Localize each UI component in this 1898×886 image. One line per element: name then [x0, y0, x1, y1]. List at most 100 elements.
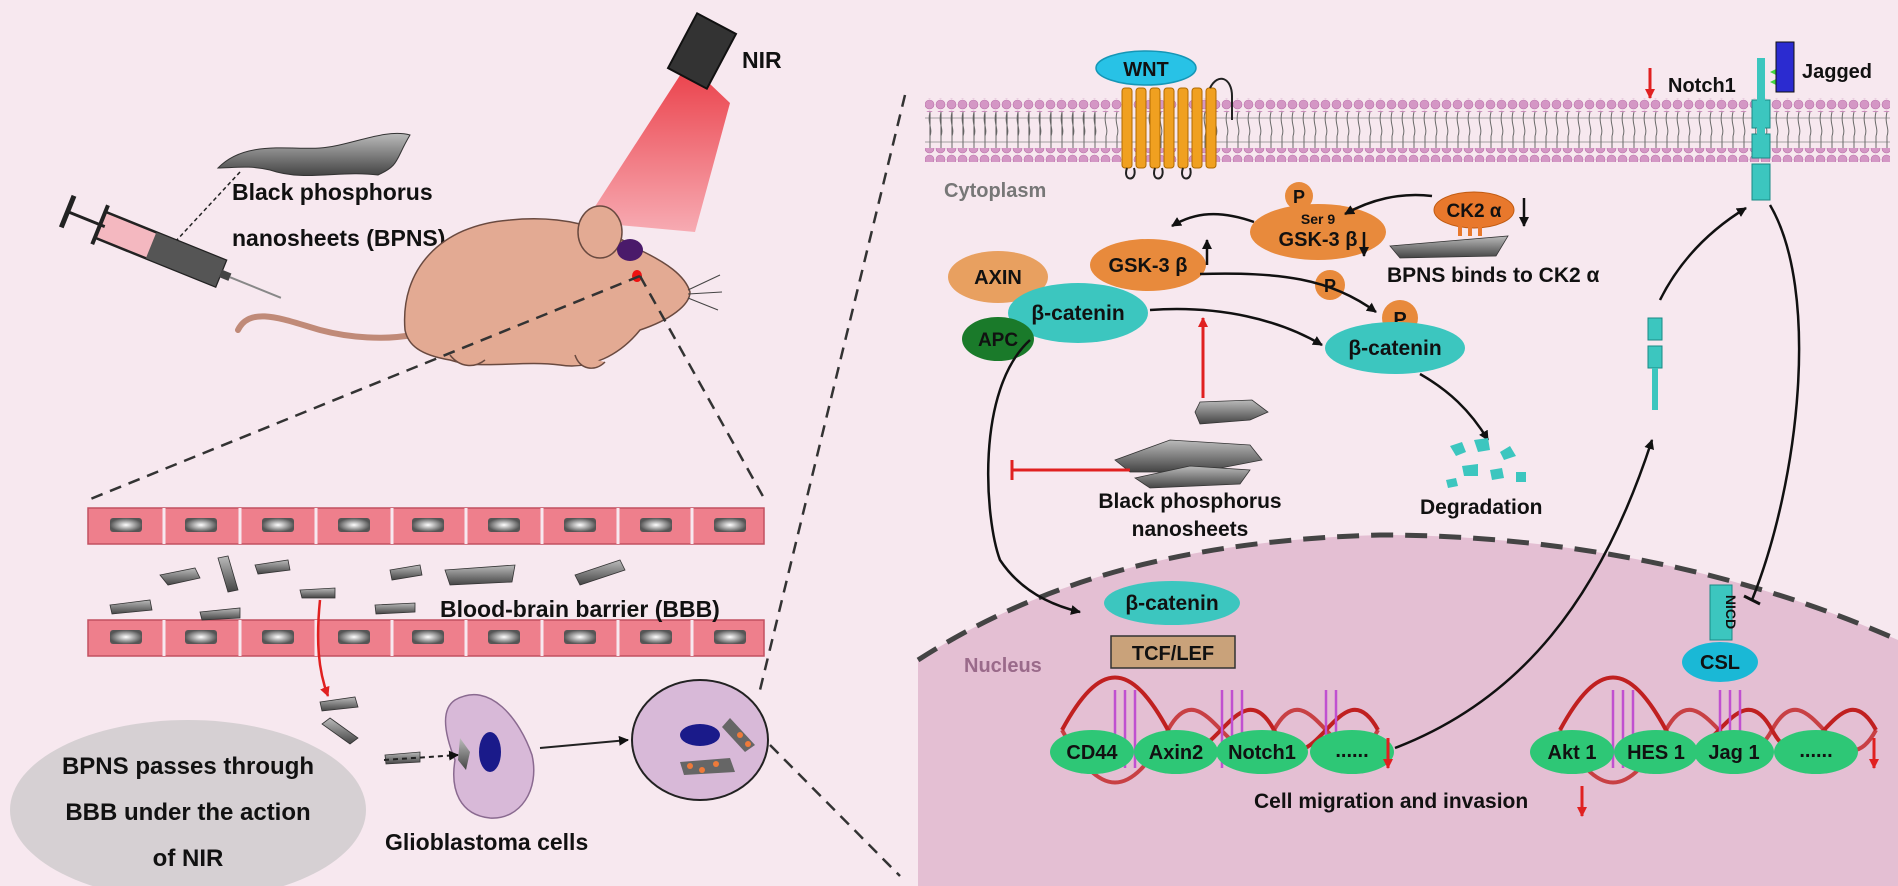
nir-label: NIR — [742, 47, 782, 73]
bpns-binds-label: BPNS binds to CK2 α — [1387, 264, 1600, 287]
nuclear-envelope — [916, 532, 1898, 663]
notch1-receptor — [1751, 58, 1780, 201]
bpns-ck2a-sheet — [1389, 235, 1509, 259]
gene-hes1 — [1614, 730, 1698, 774]
notch1-intermediate — [1647, 317, 1663, 410]
nicd-label: NICD — [1723, 595, 1739, 629]
ck2a-node — [1433, 191, 1515, 229]
ser9-label: Ser 9 — [1301, 211, 1335, 227]
passes-line1: BPNS passes through — [62, 753, 314, 780]
passes-line2: BBB under the action — [65, 799, 310, 826]
gene-jag1 — [1694, 730, 1774, 774]
sheet-enter-arrow — [383, 750, 459, 761]
nicd-box — [1709, 584, 1733, 641]
to-membrane-arrow — [1658, 206, 1747, 301]
beta-catenin-nuclear-node — [1104, 581, 1240, 625]
to-nucleus-arrow — [986, 339, 1081, 615]
apc-node — [962, 317, 1034, 361]
gsk-label: GSK-3 β — [1109, 255, 1188, 277]
ck2a-label: CK2 α — [1447, 201, 1502, 222]
nicd-inhibit-bar — [1743, 594, 1761, 606]
beta-catenin-p-node — [1325, 322, 1465, 374]
zoom-line-divider — [758, 94, 907, 691]
gene-cd44-label: CD44 — [1066, 742, 1118, 764]
pointer-line — [161, 171, 241, 257]
wnt-ligand — [1095, 50, 1197, 86]
gene-more-right — [1774, 730, 1858, 774]
nir-laser — [585, 11, 738, 232]
gene-notch1 — [1216, 730, 1308, 774]
notch1-top-label: Notch1 — [1668, 75, 1736, 97]
bp-center-line2: nanosheets — [1132, 518, 1249, 541]
apc-label: APC — [978, 330, 1018, 351]
migration-label: Cell migration and invasion — [1254, 790, 1528, 813]
syringe-icon — [58, 194, 282, 299]
zoom-line-left — [87, 274, 641, 502]
bp-center-line1: Black phosphorus — [1098, 490, 1281, 513]
laser-device-icon — [666, 11, 738, 91]
zoom-line-right — [638, 275, 767, 501]
gene-hes1-label: HES 1 — [1627, 742, 1685, 764]
wnt-label: WNT — [1123, 59, 1169, 81]
nanosheet-particles — [109, 555, 626, 765]
tcf-lef-box — [1110, 635, 1236, 669]
wnt-target-genes: CD44 Axin2 Notch1 ...... — [1050, 730, 1394, 774]
bpns-label-line1: Black phosphorus — [232, 179, 433, 205]
jagged-label: Jagged — [1802, 61, 1872, 83]
degradation-label: Degradation — [1420, 496, 1543, 519]
bpns-sheet-icon — [216, 132, 411, 177]
beta-catenin-p-label: β-catenin — [1348, 337, 1441, 360]
beta-catenin-complex-label: β-catenin — [1031, 302, 1124, 325]
passes-line3: of NIR — [153, 845, 224, 872]
gene-cd44 — [1050, 730, 1134, 774]
degradation-fragments — [1446, 438, 1526, 488]
glioblastoma-label: Glioblastoma cells — [385, 829, 588, 855]
bp-center-sheet-1 — [1194, 399, 1269, 425]
bp-center-sheet-3 — [1133, 465, 1251, 489]
bbb-bottom-row — [87, 619, 765, 657]
cell-nucleus-1 — [479, 732, 501, 772]
complex-to-p-arrow — [1149, 307, 1323, 347]
binding-pins — [1458, 226, 1482, 236]
phospho-p-1-label: P — [1293, 187, 1305, 207]
gene-more-left — [1310, 730, 1394, 774]
heated-sheets — [680, 718, 755, 775]
bbb-top-row — [87, 507, 765, 545]
gsk-node — [1090, 239, 1206, 291]
beta-catenin-nuclear-label: β-catenin — [1125, 592, 1218, 615]
tcf-lef-label: TCF/LEF — [1132, 643, 1214, 665]
gene-jag1-label: Jag 1 — [1708, 742, 1759, 764]
gsk-phospho-node — [1250, 204, 1386, 260]
cell-membrane — [925, 98, 1890, 164]
bpns-note-bubble — [10, 720, 366, 886]
jagged-ligand — [1775, 41, 1795, 93]
gene-axin2 — [1134, 730, 1218, 774]
axin-node — [948, 251, 1048, 303]
cell-nucleus-2 — [680, 724, 720, 746]
csl-node — [1682, 642, 1758, 682]
gene-akt1 — [1530, 730, 1614, 774]
gene-axin2-label: Axin2 — [1149, 742, 1203, 764]
gsk-phospho-label: GSK-3 β — [1279, 229, 1358, 251]
notch-target-genes: Akt 1 HES 1 Jag 1 ...... — [1530, 730, 1858, 774]
sheet-in-cell-1 — [458, 738, 470, 770]
ck2a-to-gsk-arrow — [1344, 193, 1433, 216]
phospho-p-2 — [1315, 270, 1345, 300]
cell-progress-arrow — [539, 735, 629, 749]
zoom-line-bottom — [769, 744, 901, 877]
axin-label: AXIN — [974, 267, 1022, 289]
bpns-label-line2: nanosheets (BPNS) — [232, 225, 445, 251]
phospho-p-1 — [1285, 182, 1313, 210]
csl-label: CSL — [1700, 652, 1740, 674]
phospho-p-2-label: P — [1324, 276, 1336, 296]
frizzled-receptor — [1121, 77, 1233, 180]
nir-beam — [585, 63, 730, 232]
red-entry-arrow — [316, 599, 330, 697]
to-degradation-arrow — [1419, 372, 1490, 441]
gene-akt1-label: Akt 1 — [1548, 742, 1597, 764]
nicd-inhibit-line — [1750, 204, 1801, 601]
beta-catenin-complex-node — [1008, 283, 1148, 343]
notch1-production-arrow — [1394, 439, 1654, 750]
